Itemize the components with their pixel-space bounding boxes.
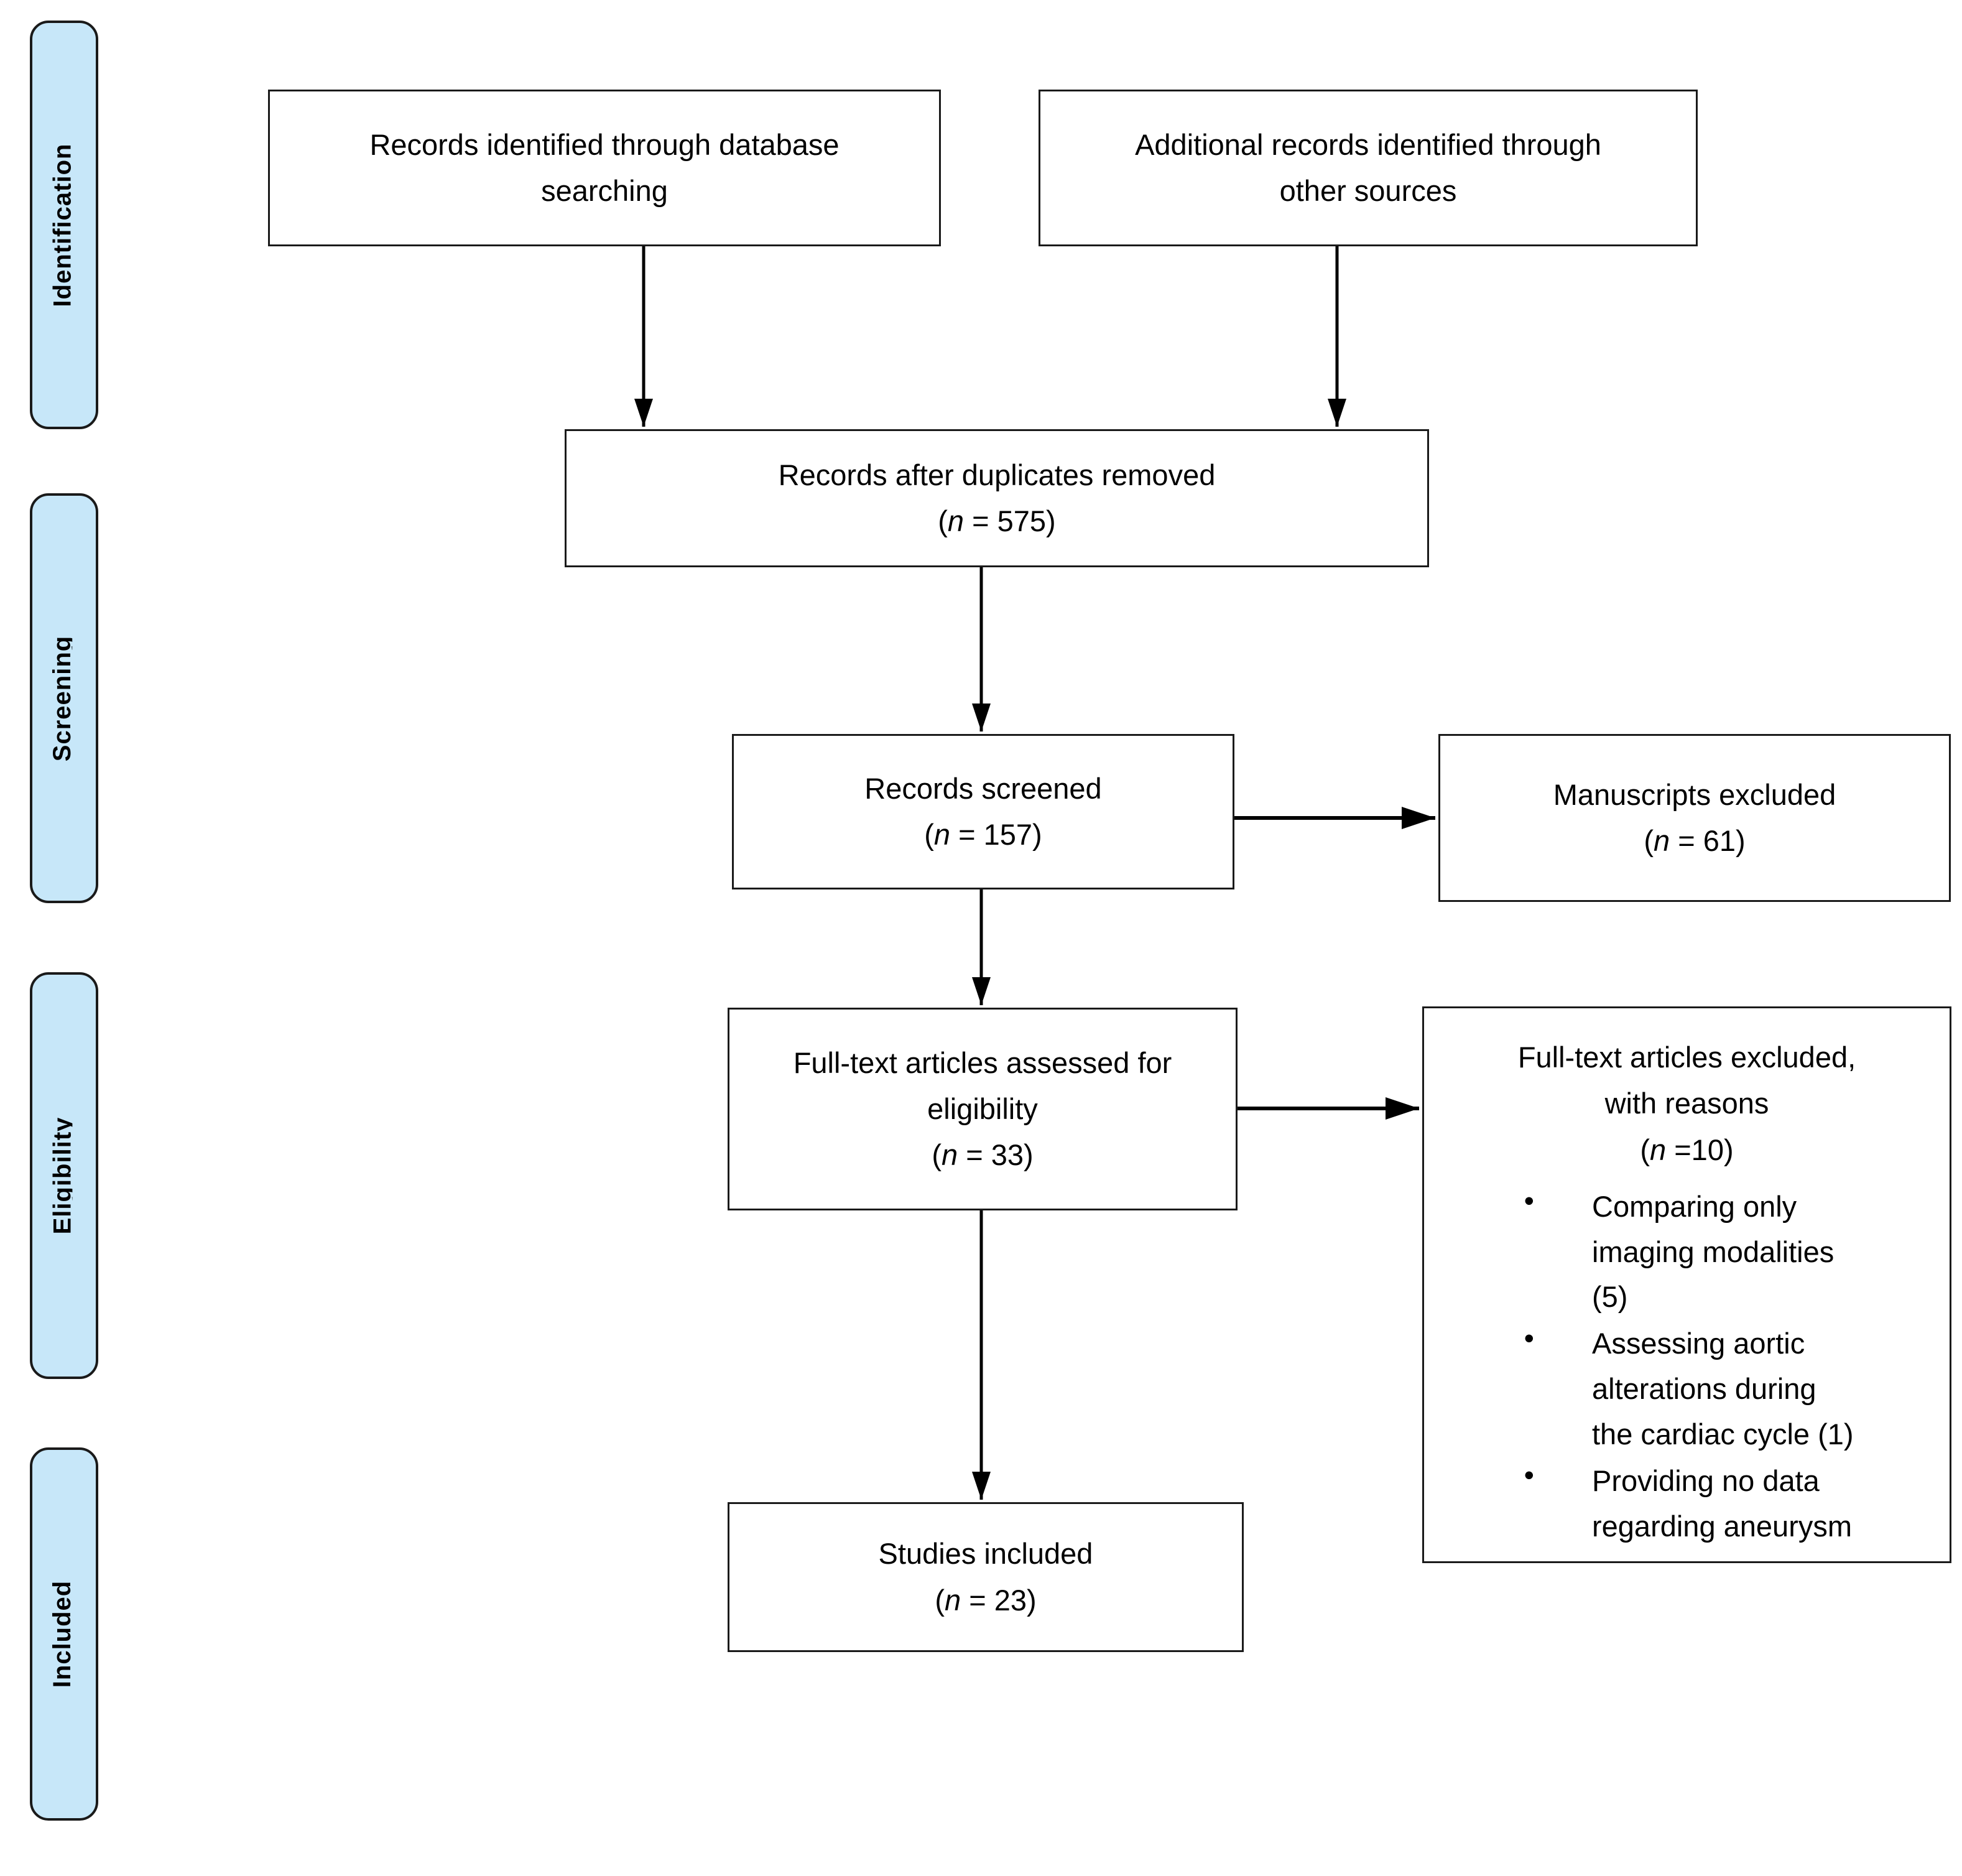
exclusion-reasons-list: ● Comparing only imaging modalities (5) … [1424, 1184, 1950, 1551]
records-identified-text: Records identified through database sear… [369, 128, 840, 207]
bullet-icon: ● [1524, 1327, 1535, 1348]
reason-item: ● Comparing only imaging modalities (5) [1524, 1189, 1835, 1314]
bullet-icon: ● [1524, 1190, 1535, 1210]
fulltext-excluded-box: Full-text articles excluded, with reason… [1422, 1006, 1951, 1563]
stage-pill-included: Included [30, 1447, 98, 1821]
records-screened-count: (n = 157) [924, 818, 1042, 851]
additional-records-text: Additional records identified through ot… [1135, 128, 1601, 207]
fulltext-assessed-count: (n = 33) [932, 1138, 1034, 1172]
reason-item: ● Assessing aortic alterations during th… [1524, 1327, 1854, 1451]
fulltext-excluded-text: Full-text articles excluded, with reason… [1518, 1034, 1856, 1173]
bullet-icon: ● [1524, 1465, 1535, 1485]
duplicates-removed-count: (n = 575) [938, 504, 1056, 537]
fulltext-assessed-box: Full-text articles assessed for eligibil… [728, 1008, 1238, 1210]
records-identified-box: Records identified through database sear… [268, 90, 941, 246]
stage-pill-screening: Screening [30, 493, 98, 903]
manuscripts-excluded-box: Manuscripts excluded (n = 61) [1438, 734, 1951, 902]
fulltext-excluded-count: (n =10) [1640, 1133, 1734, 1166]
stage-pill-identification: Identification [30, 21, 98, 429]
records-screened-text: Records screened (n = 157) [864, 766, 1101, 858]
studies-included-box: Studies included (n = 23) [728, 1502, 1244, 1652]
duplicates-removed-box: Records after duplicates removed (n = 57… [565, 429, 1429, 567]
fulltext-assessed-text: Full-text articles assessed for eligibil… [794, 1040, 1172, 1179]
reason-item: ● Providing no data regarding aneurysm [1524, 1464, 1852, 1543]
manuscripts-excluded-text: Manuscripts excluded (n = 61) [1553, 772, 1836, 865]
additional-records-box: Additional records identified through ot… [1039, 90, 1698, 246]
stage-pill-eligibility: Eligibility [30, 972, 98, 1379]
manuscripts-excluded-count: (n = 61) [1644, 824, 1746, 857]
duplicates-removed-text: Records after duplicates removed (n = 57… [779, 452, 1216, 545]
studies-included-text: Studies included (n = 23) [879, 1531, 1093, 1623]
records-screened-box: Records screened (n = 157) [732, 734, 1234, 889]
studies-included-count: (n = 23) [935, 1583, 1037, 1617]
